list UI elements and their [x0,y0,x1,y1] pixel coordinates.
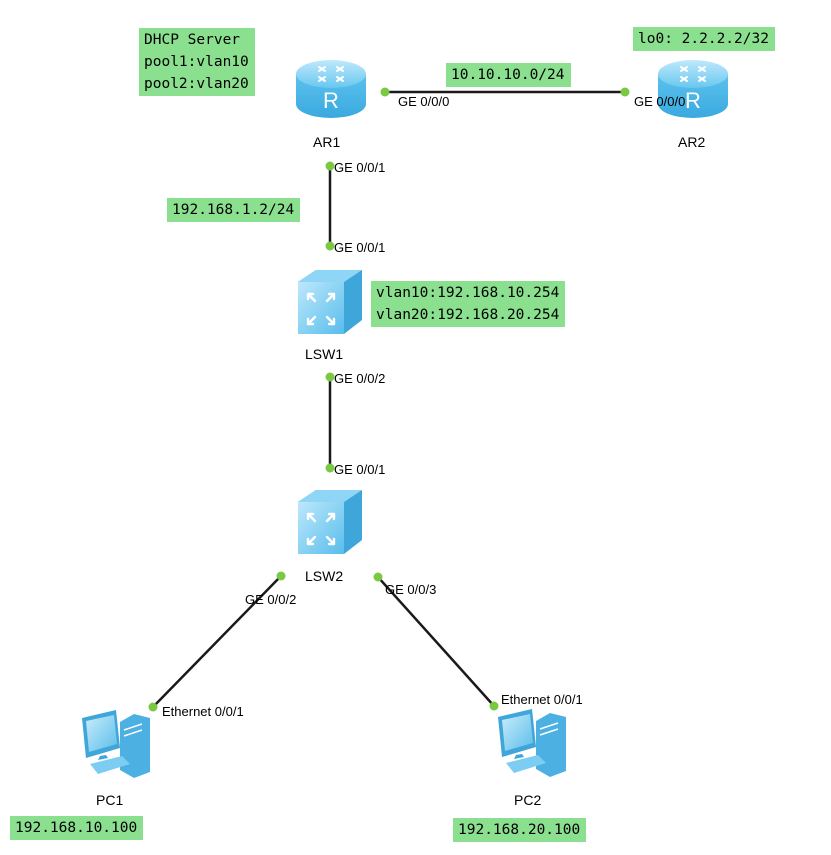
device-label-ar1: AR1 [313,134,341,150]
switch-lsw2[interactable] [294,488,366,556]
note-vlanif[interactable]: vlan10:192.168.10.254 vlan20:192.168.20.… [371,281,566,327]
note-pc1-ip[interactable]: 192.168.10.100 [10,816,144,840]
pc-pc2[interactable] [492,707,570,779]
device-label-lsw1: LSW1 [305,346,344,362]
port-dot-lsw2-ge001[interactable] [325,463,335,473]
svg-text:R: R [323,88,339,113]
router-icon: R [658,60,728,118]
switch-icon [298,490,362,554]
device-label-ar2: AR2 [678,134,706,150]
device-label-lsw2: LSW2 [305,568,344,584]
port-dot-lsw1-ge001[interactable] [325,241,335,251]
port-label-ar2-ge000: GE 0/0/0 [634,94,686,109]
router-ar1[interactable]: R [292,52,370,126]
port-label-ar1-ge000: GE 0/0/0 [398,94,450,109]
device-label-pc2: PC2 [514,792,542,808]
note-uplink-ip[interactable]: 192.168.1.2/24 [167,198,301,222]
note-pc2-ip[interactable]: 192.168.20.100 [453,818,587,842]
router-icon: R [296,60,366,118]
pc-icon [82,710,150,778]
port-label-ar1-ge001: GE 0/0/1 [334,160,386,175]
port-dot-ar1-ge001[interactable] [325,161,335,171]
link-lsw2-pc1[interactable] [152,575,282,708]
port-label-pc1-eth: Ethernet 0/0/1 [162,704,244,719]
port-dot-lsw1-ge002[interactable] [325,372,335,382]
port-label-pc2-eth: Ethernet 0/0/1 [501,692,583,707]
note-ar-link-subnet[interactable]: 10.10.10.0/24 [446,63,571,87]
port-label-lsw1-ge001: GE 0/0/1 [334,240,386,255]
port-dot-lsw2-ge002[interactable] [276,571,286,581]
switch-lsw1[interactable] [294,268,366,336]
pc-pc1[interactable] [76,708,154,780]
device-label-pc1: PC1 [96,792,124,808]
port-dot-pc2-eth[interactable] [489,701,499,711]
note-loopback[interactable]: lo0: 2.2.2.2/32 [633,27,775,51]
note-dhcp-server[interactable]: DHCP Server pool1:vlan10 pool2:vlan20 [139,28,255,96]
switch-icon [298,270,362,334]
port-label-lsw1-ge002: GE 0/0/2 [334,371,386,386]
port-dot-ar2-ge000[interactable] [620,87,630,97]
port-dot-lsw2-ge003[interactable] [373,572,383,582]
svg-text:R: R [685,88,701,113]
port-dot-pc1-eth[interactable] [148,702,158,712]
link-lsw2-pc2[interactable] [377,576,495,707]
pc-icon [498,709,566,777]
port-label-lsw2-ge003: GE 0/0/3 [385,582,437,597]
router-ar2[interactable]: R [654,52,732,126]
port-label-lsw2-ge002: GE 0/0/2 [245,592,297,607]
port-dot-ar1-ge000[interactable] [380,87,390,97]
port-label-lsw2-ge001: GE 0/0/1 [334,462,386,477]
